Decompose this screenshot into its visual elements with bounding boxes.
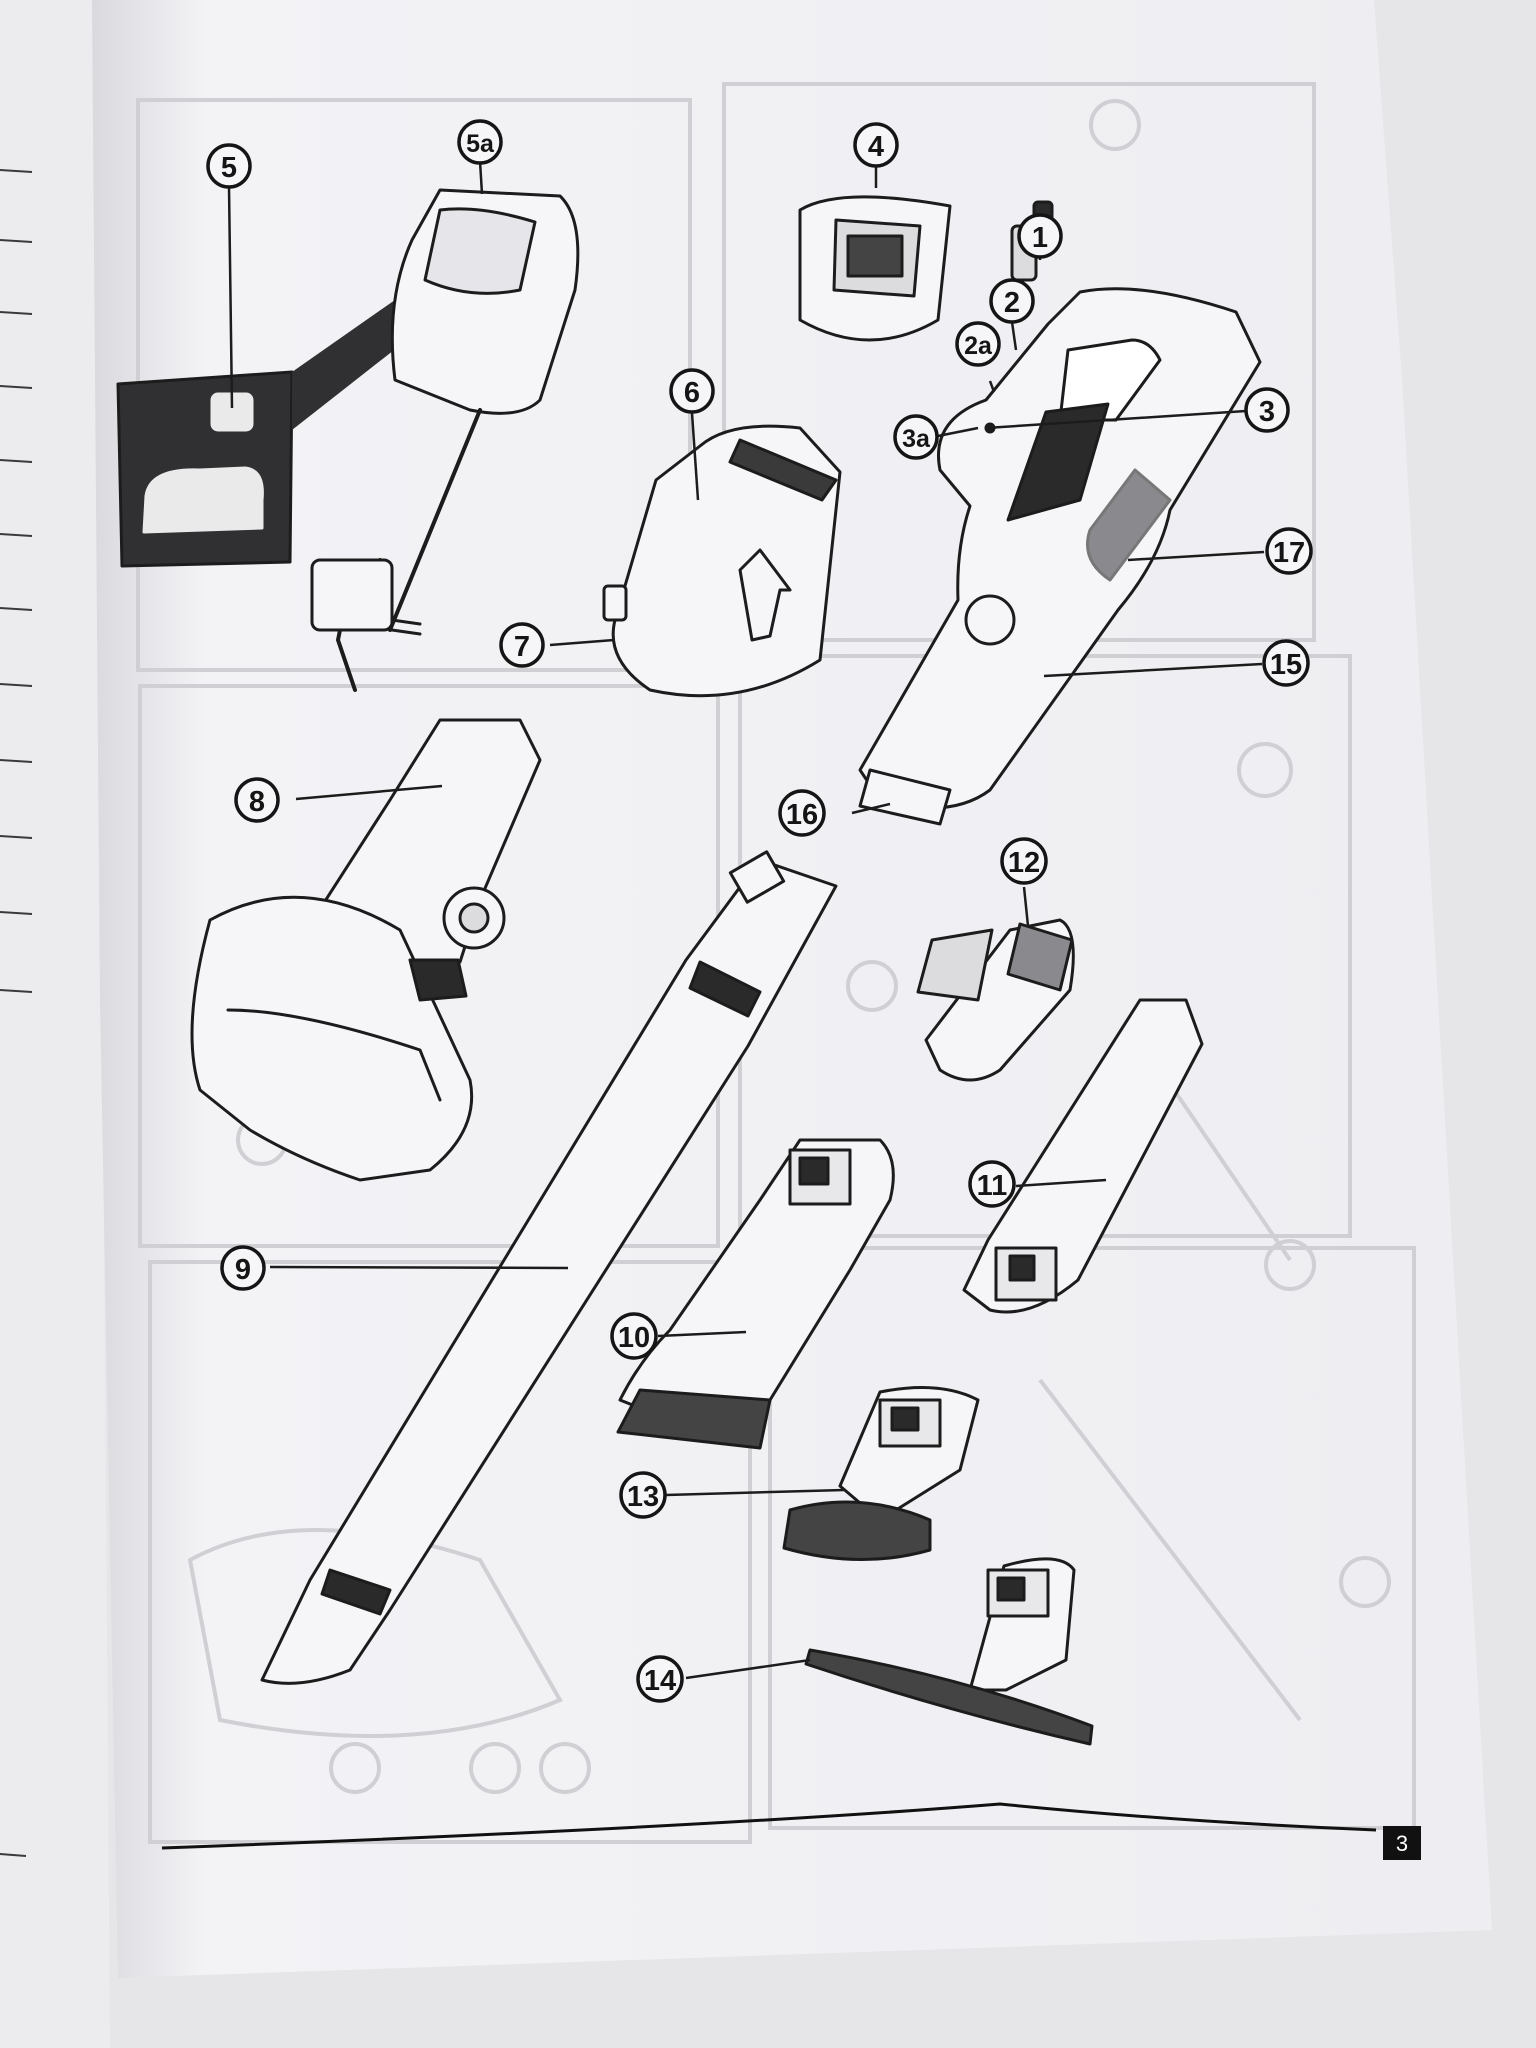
callout-11: 11 bbox=[968, 1160, 1016, 1208]
svg-text:14: 14 bbox=[644, 1665, 676, 1697]
callout-2a: 2a bbox=[955, 321, 1001, 367]
svg-text:11: 11 bbox=[977, 1170, 1008, 1202]
dust-bowl bbox=[602, 424, 842, 698]
left-page-rule-lines bbox=[0, 169, 33, 1857]
callout-6: 6 bbox=[669, 368, 715, 414]
charging-base bbox=[310, 188, 580, 692]
callout-4: 4 bbox=[853, 122, 899, 168]
svg-text:7: 7 bbox=[514, 631, 530, 663]
svg-text:2: 2 bbox=[1004, 287, 1020, 319]
callout-3a: 3a bbox=[893, 414, 939, 460]
callout-3: 3 bbox=[1244, 387, 1290, 433]
wide-brush-tool bbox=[804, 1557, 1094, 1746]
callout-8: 8 bbox=[234, 777, 280, 823]
svg-text:15: 15 bbox=[1270, 649, 1302, 681]
svg-text:3: 3 bbox=[1259, 396, 1275, 428]
callout-12: 12 bbox=[1000, 837, 1048, 885]
svg-text:8: 8 bbox=[249, 786, 265, 818]
callout-10: 10 bbox=[610, 1312, 658, 1360]
battery-pack bbox=[798, 195, 952, 342]
upholstery-tool bbox=[782, 1386, 980, 1562]
page-number-box bbox=[1383, 1826, 1421, 1860]
svg-text:5: 5 bbox=[221, 152, 237, 184]
svg-text:9: 9 bbox=[235, 1254, 251, 1286]
callout-9: 9 bbox=[220, 1245, 266, 1291]
callout-14: 14 bbox=[636, 1655, 684, 1703]
callout-5: 5 bbox=[206, 143, 252, 189]
svg-text:3a: 3a bbox=[902, 425, 931, 453]
svg-text:13: 13 bbox=[627, 1481, 659, 1513]
callout-5a: 5a bbox=[457, 119, 503, 165]
footer-rule bbox=[161, 1802, 1377, 1850]
callout-2: 2 bbox=[989, 278, 1035, 324]
brush-tool bbox=[616, 1138, 895, 1450]
callout-15: 15 bbox=[1262, 639, 1310, 687]
callout-13: 13 bbox=[619, 1471, 667, 1519]
svg-text:16: 16 bbox=[786, 799, 818, 831]
left-page-edge bbox=[0, 0, 110, 2048]
page-number: 3 bbox=[1396, 1831, 1408, 1856]
floor-head bbox=[190, 718, 542, 1182]
svg-text:4: 4 bbox=[868, 131, 884, 163]
svg-text:12: 12 bbox=[1008, 847, 1040, 879]
handheld-body bbox=[858, 200, 1262, 826]
callout-7: 7 bbox=[499, 622, 545, 668]
leader-lines bbox=[227, 160, 1265, 1680]
callout-1: 1 bbox=[1017, 213, 1063, 259]
callout-16: 16 bbox=[778, 789, 826, 837]
svg-text:2a: 2a bbox=[964, 332, 993, 360]
small-nozzle bbox=[916, 918, 1075, 1082]
extension-wand bbox=[260, 850, 838, 1685]
svg-text:5a: 5a bbox=[466, 130, 495, 158]
svg-text:1: 1 bbox=[1032, 222, 1048, 254]
crevice-tool bbox=[962, 998, 1204, 1314]
svg-text:6: 6 bbox=[684, 377, 700, 409]
svg-text:17: 17 bbox=[1273, 537, 1305, 569]
svg-text:10: 10 bbox=[618, 1322, 650, 1354]
callout-17: 17 bbox=[1265, 527, 1313, 575]
